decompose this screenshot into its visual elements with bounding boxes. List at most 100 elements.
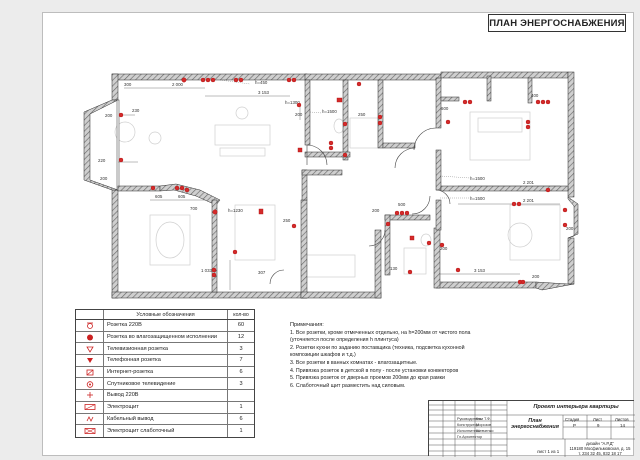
legend-row: Спутниковое телевидение 3 xyxy=(76,378,254,391)
outlet-icon xyxy=(181,77,187,83)
outlet-icon xyxy=(232,249,238,255)
legend-table: Условные обозначения кол-во Розетка 220В… xyxy=(75,309,255,438)
outlet-icon xyxy=(184,187,190,193)
outlet-icon xyxy=(462,99,468,105)
outlet-icon xyxy=(455,267,461,273)
outlet-icon xyxy=(540,99,546,105)
dim-label: 700 xyxy=(190,206,198,211)
legend-qty: 3 xyxy=(239,380,243,387)
outlet-icon xyxy=(545,99,551,105)
outlet-icon xyxy=(211,267,217,273)
wires xyxy=(219,79,471,199)
outlet-icon xyxy=(511,201,517,207)
dim-label: 2 201 xyxy=(523,180,535,185)
title-block: Проект интерьера квартиры План энергосна… xyxy=(428,400,635,457)
dim-label: 200 xyxy=(372,208,380,213)
outlet-icon xyxy=(86,322,93,330)
notes-block: Примечания: 1. Все розетки, кроме отмече… xyxy=(290,322,490,390)
legend-qty: 12 xyxy=(237,334,245,341)
stage-label: Стадия xyxy=(565,416,580,422)
stage-value: Р xyxy=(573,422,576,428)
legend-qty: 7 xyxy=(239,357,243,364)
legend-row: Кабельный вывод 6 xyxy=(76,413,254,426)
note-line: 6. Слаботочный щит разместить над силовы… xyxy=(290,382,406,389)
outlet-icon xyxy=(516,201,522,207)
dim-label: 307 xyxy=(258,270,266,275)
dim-label: h=1300 xyxy=(285,100,300,105)
outlet-icon xyxy=(426,240,432,246)
dim-label: h=1500 xyxy=(322,109,337,114)
dimension-labels: 300 2 000 h=450 3 153 h=1300 200 230 h=1… xyxy=(98,80,574,279)
outlet-icon xyxy=(525,119,531,125)
satellite-outlet-icon xyxy=(86,381,93,388)
outlet-icon xyxy=(356,81,362,87)
legend-qty-header: кол-во xyxy=(233,311,249,318)
outlet-icon xyxy=(210,77,216,83)
outlet-icon xyxy=(342,152,348,158)
sheet-title: ПЛАН ЭНЕРГОСНАБЖЕНИЯ xyxy=(488,14,626,32)
walls xyxy=(83,71,579,299)
outlet-icon xyxy=(118,157,124,163)
note-line: 4. Привязка розеток в детской в полу - п… xyxy=(290,367,459,374)
legend-row: Розетка во влагозащищенном исполнении 12 xyxy=(76,331,254,344)
sheet-number: 9 xyxy=(597,422,600,428)
dim-label: h=450 xyxy=(255,80,268,85)
outlet-icon xyxy=(562,222,568,228)
legend-row: Телефонная розетка 7 xyxy=(76,355,254,367)
legend-qty: 6 xyxy=(239,415,243,422)
legend-qty xyxy=(228,390,254,401)
dim-label: h=1500 xyxy=(470,196,485,201)
outlet-icon xyxy=(118,112,124,118)
legend-qty: 1 xyxy=(239,404,243,411)
outlet-icon xyxy=(179,185,185,191)
note-line: 5. Привязка розеток от дверных проемов 2… xyxy=(290,375,445,382)
cable-output-icon xyxy=(409,235,415,241)
legend-row: Розетка 220В 60 xyxy=(76,320,254,332)
title-block-grid xyxy=(429,401,635,457)
outlet-icon xyxy=(233,77,239,83)
outlet-icon xyxy=(328,140,334,146)
dim-label: 500 xyxy=(398,202,406,207)
legend-qty: 3 xyxy=(239,345,243,352)
legend-label: Электрощит слаботочный xyxy=(104,425,228,437)
dim-label: 300 xyxy=(124,82,132,87)
outlet-icon xyxy=(520,279,526,285)
legend-row: Вывод 220В xyxy=(76,390,254,402)
note-line: 1. Все розетки, кроме отмеченных отдельн… xyxy=(290,329,471,336)
legend-row: Электрощит 1 xyxy=(76,401,254,414)
role: Руководитель xyxy=(457,416,482,421)
outlet-icon xyxy=(377,114,383,120)
outlet-icon xyxy=(150,185,156,191)
notes-title: Примечания: xyxy=(290,322,324,328)
dim-label: 200 xyxy=(566,226,574,231)
dim-label: 400 xyxy=(531,93,539,98)
legend-header: Условные обозначения кол-во xyxy=(76,310,254,320)
electric-panel-icon xyxy=(84,404,95,411)
electric-panel-icon xyxy=(336,97,343,103)
legend-row: Электрощит слаботочный 1 xyxy=(76,425,254,437)
dim-label: 200 xyxy=(440,246,448,251)
outlet-icon xyxy=(174,185,180,191)
role: Исполнитель xyxy=(457,428,481,433)
legend-label: Электрощит xyxy=(104,401,228,413)
dim-label: 2 000 xyxy=(172,82,184,87)
company-line: т. 234 32 45, 832 18 17 xyxy=(578,451,622,456)
dim-label: 230 xyxy=(132,108,140,113)
dim-label: 605 xyxy=(155,194,163,199)
outlet-icon xyxy=(238,77,244,83)
outlet-icon xyxy=(439,242,445,248)
outlet-icon xyxy=(545,187,551,193)
outlet-icon xyxy=(385,221,391,227)
dim-label: 605 xyxy=(178,194,186,199)
outlet-icon xyxy=(562,207,568,213)
note-line: композиции шкафов и т.д.) xyxy=(290,352,356,359)
legend-label: Вывод 220В xyxy=(104,390,228,401)
legend-title: Условные обозначения xyxy=(104,310,228,319)
dim-label: 200 xyxy=(105,113,113,118)
outlet-icon xyxy=(291,77,297,83)
legend-qty: 60 xyxy=(237,322,245,329)
sheets-label: Листов xyxy=(615,416,629,422)
person: Шевченко xyxy=(476,428,494,433)
outlets xyxy=(118,77,568,285)
low-current-panel-icon xyxy=(84,428,95,434)
